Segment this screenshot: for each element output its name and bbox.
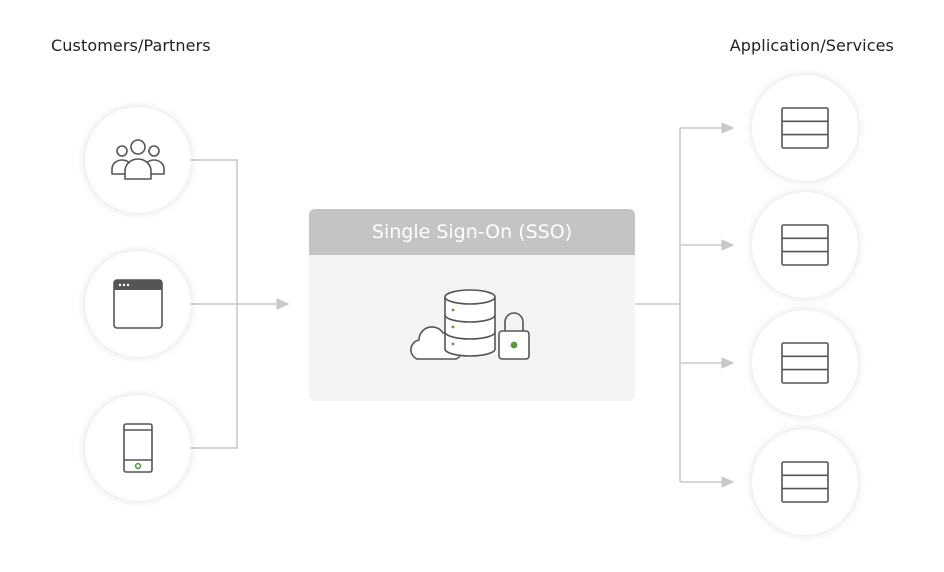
server-stack-icon [781,224,829,266]
application-services-heading: Application/Services [729,36,894,55]
users-group-icon [111,139,165,180]
customers-partners-heading: Customers/Partners [51,36,211,55]
source-node-users [85,107,191,213]
browser-window-icon [113,279,163,329]
mobile-phone-icon [123,423,153,473]
target-node-1 [752,75,858,181]
target-node-3 [752,310,858,416]
target-node-2 [752,192,858,298]
server-stack-icon [781,342,829,384]
target-node-4 [752,429,858,535]
cloud-database-lock-icon [410,289,530,360]
source-node-mobile [85,395,191,501]
sso-panel: Single Sign-On (SSO) [309,209,635,401]
server-stack-icon [781,107,829,149]
source-node-browser [85,251,191,357]
sso-title: Single Sign-On (SSO) [309,209,635,255]
server-stack-icon [781,461,829,503]
